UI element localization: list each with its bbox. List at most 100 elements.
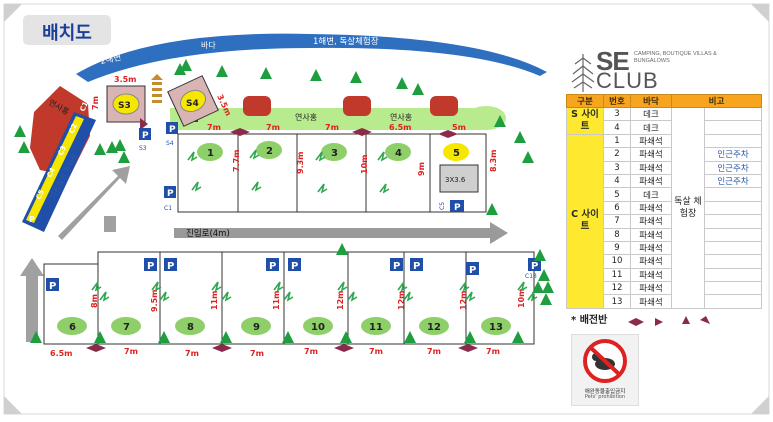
tree-icon <box>260 67 272 79</box>
beach1-label: 1해변, 독살체험장 <box>313 36 379 47</box>
site-c11-oval[interactable] <box>361 317 391 335</box>
grey-arrow-vertical-head <box>20 258 44 276</box>
legend-note <box>704 240 762 256</box>
legend-num: 3 <box>603 106 631 122</box>
tree-icon <box>542 281 554 293</box>
parking-icon-bottom-3 <box>164 258 177 271</box>
legend-note: 인근주차 <box>704 173 762 189</box>
parking-icon-bottom-label: P <box>269 261 276 272</box>
pets-prohibition-icon <box>583 339 627 383</box>
site-c8-oval[interactable] <box>175 317 205 335</box>
site-c12-oval[interactable] <box>419 317 449 335</box>
site-c5-oval[interactable] <box>443 143 469 161</box>
svg-text:C5: C5 <box>439 202 446 210</box>
strip-label-c2: C2 <box>68 122 80 135</box>
legend-floor: 파쇄석 <box>630 147 672 162</box>
site-c7-label: 7 <box>123 322 130 333</box>
tree-icon <box>14 125 26 137</box>
site-c4-label: 4 <box>395 148 402 159</box>
legend-note <box>704 214 762 229</box>
legend-floor: 파쇄석 <box>630 214 672 229</box>
legend-num: 1 <box>603 133 631 149</box>
legend-note <box>704 120 762 135</box>
dim-bot-1: 7m <box>124 347 138 356</box>
beach2-label: 2해변 <box>99 52 122 67</box>
site-c7-oval[interactable] <box>111 317 141 335</box>
site-c13-oval[interactable] <box>481 317 511 335</box>
legend-floor: 파쇄석 <box>630 281 672 296</box>
brand-club: CLUB <box>596 68 659 93</box>
dim-s3-height: 7m <box>91 96 100 110</box>
tree-icon <box>118 151 130 163</box>
legend-floor: 데크 <box>630 187 672 202</box>
site-c8-label: 8 <box>187 322 194 333</box>
dim-95: 9.5m <box>150 289 159 312</box>
entrance-road-arrow <box>490 222 508 244</box>
tree-icon <box>464 331 476 343</box>
parking-icon-c1: P C1 <box>164 186 176 212</box>
tree-icon <box>538 269 550 281</box>
corner-tl <box>4 4 22 22</box>
pets-prohibition-sign: 애완동물출입금지 Pets' prohibition <box>571 334 639 406</box>
tree-icon <box>336 243 348 255</box>
tree-icon <box>494 115 506 127</box>
site-s4-oval <box>179 89 207 113</box>
dist-legend-icons <box>628 316 710 326</box>
tree-icon <box>532 281 544 293</box>
parking-icon-bottom-1 <box>46 278 59 291</box>
legend-floor: 파쇄석 <box>630 173 672 189</box>
legend-note <box>704 267 762 283</box>
site-c10-oval[interactable] <box>303 317 333 335</box>
tree-icon <box>486 203 498 215</box>
svg-text:P: P <box>167 189 174 199</box>
tent-marker-icon <box>465 291 476 302</box>
dim-bot-5: 7m <box>369 347 383 356</box>
parking-icon-s4: P S4 <box>166 122 178 147</box>
legend-num: 2 <box>603 147 631 162</box>
tree-icon <box>114 139 126 151</box>
strip-label-c5: C5 <box>35 188 47 201</box>
svg-text:S3: S3 <box>139 145 147 152</box>
tent-marker-icon <box>211 281 222 292</box>
site-c2-oval[interactable] <box>256 141 282 159</box>
legend-note <box>704 106 762 122</box>
parking-icon-bottom-label: P <box>393 261 400 272</box>
tree-icon <box>396 77 408 89</box>
site-c1-oval[interactable] <box>197 143 223 161</box>
dist-legend-label: * 배전반 <box>571 315 608 326</box>
dim-12m-c: 12m <box>459 291 468 310</box>
parking-icon-bottom-label: P <box>147 261 154 272</box>
site-c6-oval[interactable] <box>57 317 87 335</box>
legend-note <box>704 227 762 242</box>
dim-top-5: 5m <box>452 123 466 132</box>
dim-8m: 8m <box>90 294 99 308</box>
parking-icon-bottom-label: P <box>469 265 476 276</box>
dim-bot-6: 7m <box>427 347 441 356</box>
site-c3-oval[interactable] <box>321 143 347 161</box>
dim-top-2: 7m <box>325 123 339 132</box>
site-c4-oval[interactable] <box>385 143 411 161</box>
site-c1-label: 1 <box>207 148 214 159</box>
parking-icon-bottom-label: P <box>167 261 174 272</box>
svg-text:C1: C1 <box>164 205 172 212</box>
legend-floor: 파쇄석 <box>630 294 672 309</box>
legend-num: 4 <box>603 120 631 135</box>
parking-icon-c5: P C5 <box>439 200 464 213</box>
legend-note <box>704 187 762 202</box>
tree-icon <box>350 71 362 83</box>
tree-icon <box>412 83 424 95</box>
tree-icon <box>514 131 526 143</box>
legend-group-s: S 사이트 <box>566 107 604 135</box>
tent-marker-icon <box>91 281 102 292</box>
legend-floor: 데크 <box>630 120 672 135</box>
parking-icon-bottom-8 <box>466 262 479 275</box>
site-c9-label: 9 <box>253 322 260 333</box>
site-c9-oval[interactable] <box>241 317 271 335</box>
legend-floor: 파쇄석 <box>630 227 672 242</box>
